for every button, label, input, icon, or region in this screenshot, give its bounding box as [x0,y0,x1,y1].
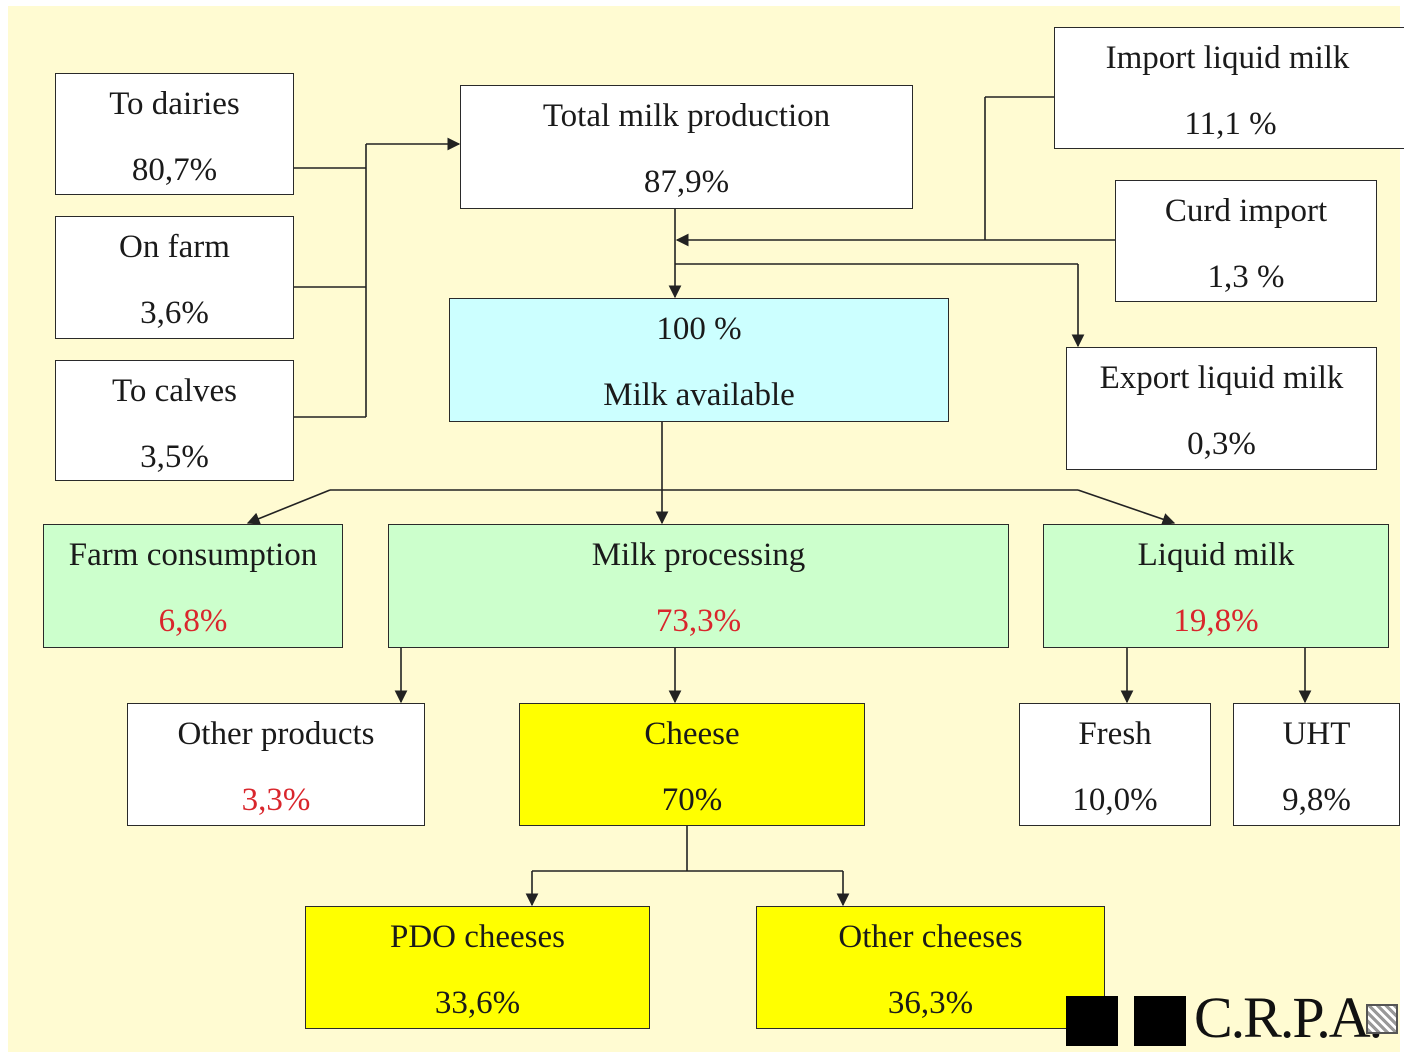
export-liquid-box: Export liquid milk 0,3% [1066,347,1377,470]
logo-mark-icon [1366,1004,1398,1034]
cheese-label: Cheese [644,716,740,752]
uht-box: UHT 9,8% [1233,703,1400,826]
arrow-to-farm-consumption [246,489,331,525]
total-production-label: Total milk production [542,98,831,134]
milk-processing-label: Milk processing [591,537,806,573]
liquid-milk-box: Liquid milk 19,8% [1043,524,1389,648]
pdo-cheeses-value: 33,6% [434,985,521,1021]
import-liquid-value: 11,1 % [1184,106,1277,142]
to-dairies-label: To dairies [109,86,240,122]
logo-text: C.R.P.A. [1194,985,1383,1050]
pdo-cheeses-label: PDO cheeses [389,919,566,955]
other-cheeses-value: 36,3% [887,985,974,1021]
fresh-box: Fresh 10,0% [1019,703,1211,826]
liquid-milk-value: 19,8% [1173,603,1259,639]
fresh-value: 10,0% [1072,782,1158,818]
milk-available-label: Milk available [603,377,795,413]
other-cheeses-box: Other cheeses 36,3% [756,906,1105,1029]
milk-available-box: 100 % Milk available [449,298,949,422]
cheese-value: 70% [661,782,723,818]
pdo-cheeses-box: PDO cheeses 33,6% [305,906,650,1029]
other-products-box: Other products 3,3% [127,703,425,826]
on-farm-value: 3,6% [140,295,209,331]
export-liquid-value: 0,3% [1187,426,1256,462]
total-production-value: 87,9% [643,164,730,200]
curd-import-label: Curd import [1164,193,1328,229]
total-production-box: Total milk production 87,9% [460,85,913,209]
farm-consumption-value: 6,8% [158,603,228,639]
logo-square-left [1066,996,1118,1046]
milk-available-value: 100 % [656,311,742,347]
other-products-label: Other products [177,716,375,752]
crpa-logo: C.R.P.A. [1066,988,1404,1048]
milk-processing-value: 73,3% [655,603,742,639]
import-liquid-box: Import liquid milk 11,1 % [1054,27,1404,149]
export-liquid-label: Export liquid milk [1099,360,1344,396]
uht-value: 9,8% [1282,782,1351,818]
arrow-to-liquid-milk [1077,489,1176,526]
to-calves-box: To calves 3,5% [55,360,294,481]
on-farm-label: On farm [119,229,230,265]
to-calves-label: To calves [111,373,238,409]
logo-square-right [1134,996,1186,1046]
uht-label: UHT [1282,716,1351,752]
other-products-value: 3,3% [241,782,311,818]
fresh-label: Fresh [1078,716,1152,752]
other-cheeses-label: Other cheeses [838,919,1023,955]
curd-import-box: Curd import 1,3 % [1115,180,1377,302]
curd-import-value: 1,3 % [1207,259,1285,295]
farm-consumption-box: Farm consumption 6,8% [43,524,343,648]
milk-processing-box: Milk processing 73,3% [388,524,1009,648]
to-dairies-box: To dairies 80,7% [55,73,294,195]
import-liquid-label: Import liquid milk [1105,40,1350,76]
farm-consumption-label: Farm consumption [68,537,318,573]
liquid-milk-label: Liquid milk [1137,537,1295,573]
on-farm-box: On farm 3,6% [55,216,294,339]
cheese-box: Cheese 70% [519,703,865,826]
to-calves-value: 3,5% [140,439,209,475]
to-dairies-value: 80,7% [131,152,218,188]
